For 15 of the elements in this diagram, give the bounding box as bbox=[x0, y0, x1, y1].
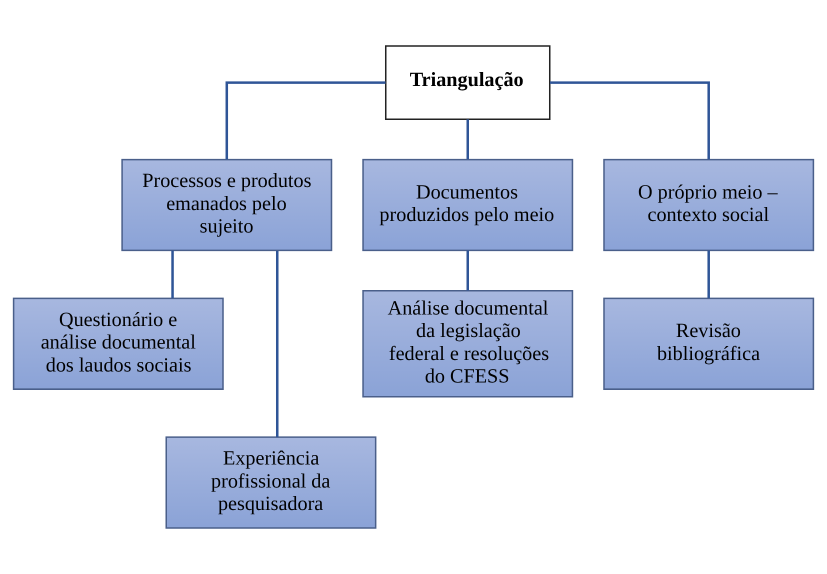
node-box: Experiência profissional da pesquisadora bbox=[165, 436, 376, 529]
connector bbox=[550, 81, 710, 160]
node-box: Revisão bibliográfica bbox=[603, 298, 814, 390]
connector bbox=[226, 81, 386, 160]
node-box: Análise documental da legislação federal e resoluções do CFESS bbox=[362, 290, 574, 398]
node-box: Triangulação bbox=[384, 45, 550, 120]
connector bbox=[466, 250, 469, 290]
node-box: Documentos produzidos pelo meio bbox=[362, 158, 574, 252]
connector bbox=[707, 250, 710, 298]
node-box: Questionário e análise documental dos laudos sociais bbox=[12, 298, 224, 390]
node-box: O próprio meio – contexto social bbox=[603, 158, 814, 252]
connector bbox=[276, 250, 279, 438]
connector bbox=[171, 250, 174, 298]
connector bbox=[466, 119, 469, 160]
node-box: Processos e produtos emanados pelo sujeito bbox=[121, 158, 332, 252]
